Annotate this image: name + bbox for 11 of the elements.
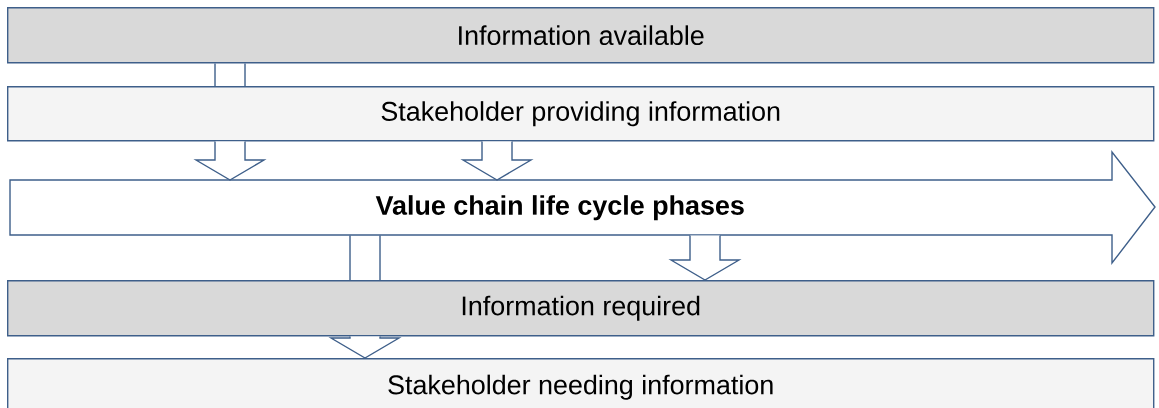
- band-box: Information required: [7, 280, 1155, 337]
- band-box: Information available: [7, 7, 1155, 64]
- block-arrow: [193, 140, 267, 181]
- block-arrow: [349, 234, 381, 281]
- band-box: Stakeholder needing information: [7, 358, 1155, 408]
- block-arrow: [668, 234, 742, 281]
- block-arrow: [328, 335, 402, 359]
- block-arrow: [214, 62, 246, 87]
- block-arrow: [460, 140, 534, 181]
- arrow-band: Value chain life cycle phases: [9, 149, 1156, 266]
- band-box: Stakeholder providing information: [7, 86, 1155, 142]
